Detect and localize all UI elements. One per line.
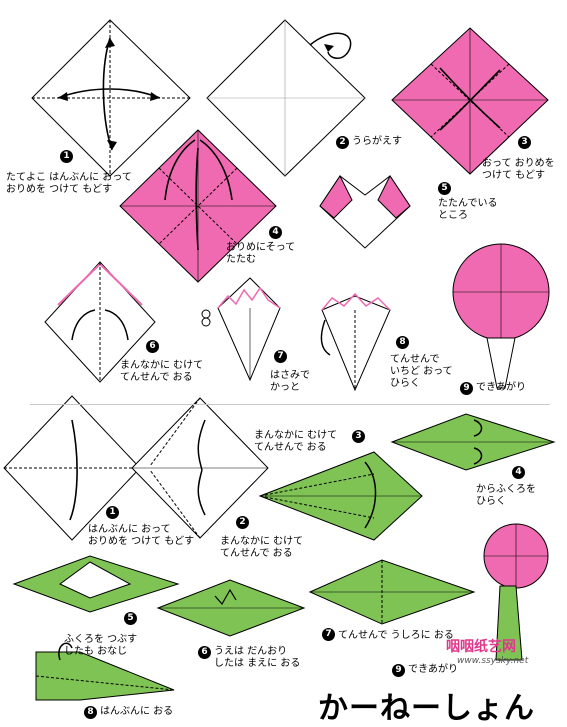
lower-step5-paper <box>12 555 180 613</box>
upper-step1-paper <box>31 19 191 177</box>
lower-step5-number: 5 <box>124 612 137 625</box>
upper-step8-number: 8 <box>396 336 409 349</box>
lower-step3-caption: まんなかに むけて てんせんで おる <box>254 430 338 453</box>
lower-step2-caption: まんなかに むけて てんせんで おる <box>220 536 304 559</box>
upper-flower-finished <box>452 243 550 389</box>
upper-step7-caption: はさみで かっと <box>270 370 310 393</box>
lower-step5-caption: ふくろを つぶす したも おなじ <box>64 634 138 657</box>
upper-step7-paper <box>201 277 281 382</box>
upper-step6-paper <box>44 261 156 383</box>
lower-step6-paper <box>156 579 306 637</box>
upper-step2-caption: うらがえす <box>352 136 402 147</box>
lower-step2-paper <box>131 397 269 539</box>
upper-step5-paper <box>319 175 411 249</box>
upper-step8-paper <box>320 292 391 392</box>
upper-step4-paper <box>119 129 277 283</box>
lower-step8-caption: はんぶんに おる <box>100 706 174 717</box>
lower-step4-number: 4 <box>512 466 525 479</box>
section-divider <box>30 404 550 405</box>
lower-step1-paper <box>3 395 141 541</box>
upper-step9-number: 9 <box>460 382 473 395</box>
lower-step6-caption: うえは だんおり したは まえに おる <box>214 646 301 669</box>
upper-step7-number: 7 <box>274 350 287 363</box>
lower-flower-finished <box>483 523 549 661</box>
lower-step7-number: 7 <box>322 628 335 641</box>
lower-step3-number: 3 <box>352 430 365 443</box>
lower-step1-caption: はんぶんに おって おりめを つけて もどす <box>88 524 195 547</box>
page-title: かーねーしょん <box>318 691 535 726</box>
upper-step5-caption: たたんでいる ところ <box>438 198 498 221</box>
lower-step9-caption: できあがり <box>408 664 458 675</box>
upper-step2-paper <box>206 19 366 177</box>
lower-step7-paper <box>308 559 476 625</box>
lower-step4-paper <box>390 413 556 471</box>
site-brand: 咽咽纸艺网 <box>446 639 516 655</box>
lower-step9-number: 9 <box>392 664 405 677</box>
upper-step9-caption: できあがり <box>476 382 526 393</box>
lower-step8-paper <box>35 642 175 701</box>
upper-step1-caption: たてよこ はんぶんに おって おりめを つけて もどす <box>6 172 132 195</box>
lower-step1-number: 1 <box>106 506 119 519</box>
upper-step3-number: 3 <box>518 136 531 149</box>
lower-step3-paper <box>258 451 423 541</box>
upper-step5-number: 5 <box>438 182 451 195</box>
site-url: www.ssysky.net <box>457 656 529 666</box>
upper-step3-paper <box>391 27 549 175</box>
lower-step2-number: 2 <box>236 516 249 529</box>
upper-step6-number: 6 <box>146 340 159 353</box>
lower-step8-number: 8 <box>84 706 97 719</box>
lower-step4-caption: からふくろを ひらく <box>476 484 536 507</box>
lower-step6-number: 6 <box>198 646 211 659</box>
upper-step4-caption: おりめにそって たたむ <box>226 242 296 265</box>
upper-step8-caption: てんせんで いちど おって ひらく <box>390 354 453 389</box>
upper-step3-caption: おって おりめを つけて もどす <box>482 158 555 181</box>
lower-step7-caption: てんせんで うしろに おる <box>338 630 454 641</box>
upper-step1-number: 1 <box>60 150 73 163</box>
upper-step6-caption: まんなかに むけて てんせんで おる <box>120 360 204 383</box>
upper-step4-number: 4 <box>269 226 282 239</box>
upper-step2-number: 2 <box>336 136 349 149</box>
